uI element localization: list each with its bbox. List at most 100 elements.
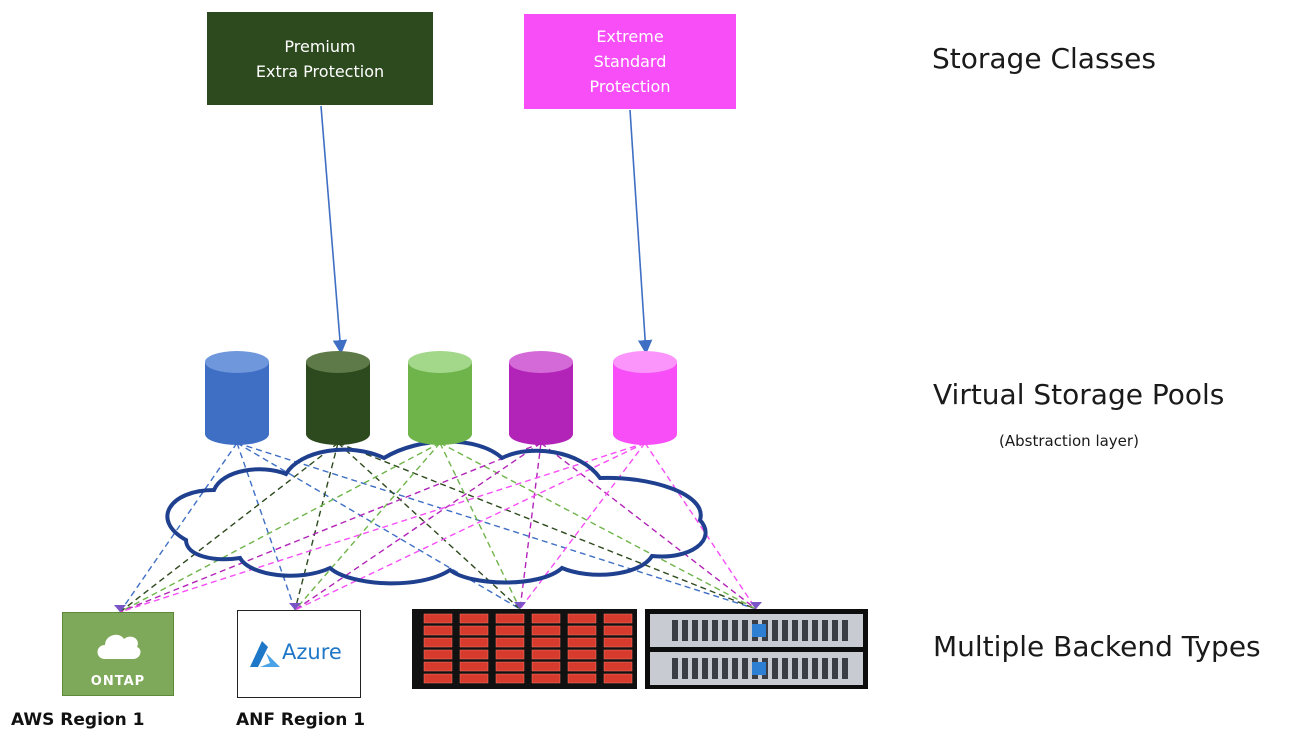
disk-bay [495, 613, 525, 624]
drive-slot [802, 620, 808, 641]
drive-slot [772, 620, 778, 641]
disk-bay [423, 673, 453, 684]
disk-bay [423, 661, 453, 672]
drive-slot [742, 658, 748, 679]
class-to-pool-arrow-extreme [629, 109, 653, 355]
pool-backend-connector [439, 442, 757, 610]
drive-slot [682, 658, 688, 679]
storage-pool-cylinder [509, 351, 573, 445]
disk-bay [603, 625, 633, 636]
drive-slot [712, 620, 718, 641]
pool-backend-connector [236, 442, 521, 610]
drive-slot [702, 658, 708, 679]
pool-to-backend-connectors [114, 442, 762, 613]
connector-arrowhead [114, 605, 126, 612]
drive-slot [842, 658, 848, 679]
drive-slot [832, 658, 838, 679]
storage-class-premium: Premium Extra Protection [207, 12, 433, 105]
storage-pool-cylinder [613, 351, 677, 445]
pool-backend-connector [519, 442, 542, 610]
drive-slot [832, 620, 838, 641]
drive-slot [702, 620, 708, 641]
drive-slot [812, 620, 818, 641]
disk-bay [423, 637, 453, 648]
disk-bay [459, 661, 489, 672]
disk-bay [459, 649, 489, 660]
drive-slot [742, 620, 748, 641]
class-to-pool-arrow-premium [320, 105, 348, 355]
disk-bay [567, 613, 597, 624]
drive-slot [692, 620, 698, 641]
storage-pool-cylinders [205, 351, 677, 445]
ontap-backend-tile: ONTAP [62, 612, 174, 696]
drive-slot [732, 620, 738, 641]
drive-slot [812, 658, 818, 679]
pool-backend-connector [337, 442, 521, 610]
drive-slot [672, 658, 678, 679]
connector-arrowhead [514, 602, 526, 609]
drive-slot [722, 658, 728, 679]
disk-bay [459, 673, 489, 684]
connector-arrowhead [289, 603, 301, 610]
server-logo [752, 624, 766, 637]
disk-bay [531, 673, 561, 684]
disk-bay [603, 661, 633, 672]
disk-bay [603, 637, 633, 648]
disk-bay [567, 637, 597, 648]
drive-slot [842, 620, 848, 641]
class-line: Premium [284, 36, 356, 56]
class-line: Extreme [596, 27, 664, 46]
pool-backend-connector [119, 442, 238, 613]
pool-backend-connector [294, 442, 339, 611]
pool-backend-connector [119, 442, 542, 613]
drive-slot [672, 620, 678, 641]
cloud-network-shape [165, 439, 708, 586]
drive-slot [692, 658, 698, 679]
server-logo [752, 662, 766, 675]
disk-bay [423, 613, 453, 624]
disk-bay [531, 625, 561, 636]
pool-backend-connector [294, 442, 441, 611]
disk-bay [495, 673, 525, 684]
connector-arrowhead [750, 602, 762, 609]
pool-backend-connector [119, 442, 646, 613]
pool-backend-connector [540, 442, 757, 610]
disk-bay [495, 625, 525, 636]
virtual-pools-heading: Virtual Storage Pools [933, 378, 1225, 411]
disk-bay [567, 673, 597, 684]
drive-slot [712, 658, 718, 679]
disk-bay [603, 673, 633, 684]
drive-slot [792, 658, 798, 679]
disk-bay [459, 625, 489, 636]
drive-slot [722, 620, 728, 641]
drive-slot [802, 658, 808, 679]
storage-pool-cylinder [306, 351, 370, 445]
drive-slot [772, 658, 778, 679]
disk-bay [531, 613, 561, 624]
disk-bay [603, 613, 633, 624]
pool-backend-connector [236, 442, 757, 610]
disk-bay [423, 625, 453, 636]
pool-backend-connector [644, 442, 757, 610]
pool-backend-connector [337, 442, 757, 610]
server-appliance [645, 609, 868, 689]
disk-bay [459, 637, 489, 648]
drive-slot [732, 658, 738, 679]
disk-bay [567, 649, 597, 660]
class-line: Standard [593, 52, 667, 71]
storage-pool-cylinder [408, 351, 472, 445]
pool-backend-connector [119, 442, 339, 613]
disk-bay [603, 649, 633, 660]
class-line: Extra Protection [255, 61, 385, 81]
drive-slot [792, 620, 798, 641]
disk-bay [567, 625, 597, 636]
drive-slot [822, 658, 828, 679]
virtual-pools-subheading: (Abstraction layer) [999, 432, 1139, 450]
backend-label-anf: ANF Region 1 [236, 710, 366, 730]
pool-backend-connector [519, 442, 646, 610]
azure-logo-icon [250, 641, 280, 667]
class-line: Protection [589, 77, 671, 96]
disk-bay [423, 649, 453, 660]
cloud-icon [97, 634, 141, 659]
